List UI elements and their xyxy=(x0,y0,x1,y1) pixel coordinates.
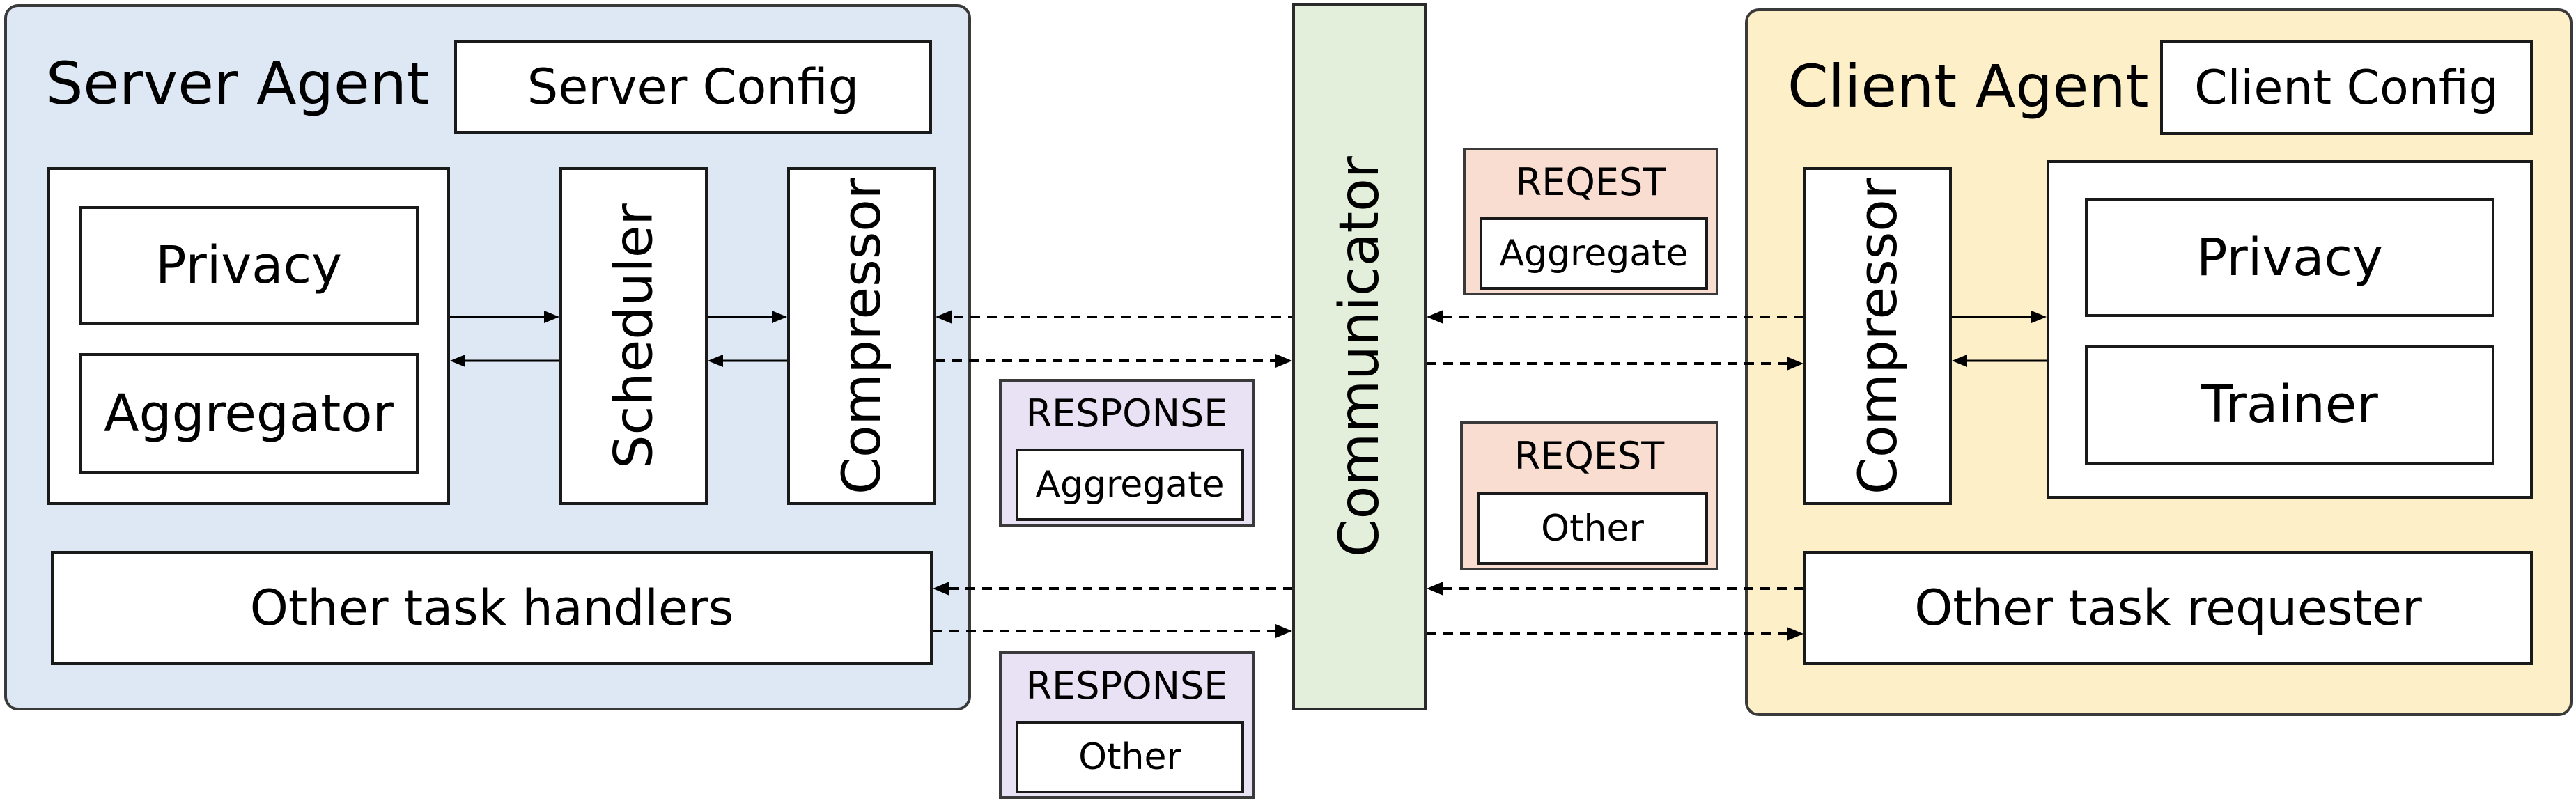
arrowhead-client-compressor-to-group xyxy=(2031,311,2047,323)
request-aggregate-heading: REQEST xyxy=(1515,160,1666,204)
client-trainer-label: Trainer xyxy=(2201,375,2378,435)
arrowhead-compressor-to-scheduler xyxy=(708,355,723,367)
arrowhead-into-comm-from-requester xyxy=(1427,582,1443,596)
response-other-body-label: Other xyxy=(1078,736,1181,778)
request-aggregate-body: Aggregate xyxy=(1480,217,1708,290)
response-other-card: RESPONSE Other xyxy=(999,651,1255,799)
client-compressor-box: Compressor xyxy=(1803,167,1952,505)
arrowhead-scheduler-to-group xyxy=(450,355,465,367)
server-aggregator-label: Aggregator xyxy=(104,383,394,444)
arrowhead-into-comm-from-client xyxy=(1427,310,1443,324)
arrowhead-into-server-compressor xyxy=(936,310,952,324)
arrowhead-group-to-scheduler xyxy=(544,311,559,323)
response-aggregate-card: RESPONSE Aggregate xyxy=(999,379,1255,527)
client-config-label: Client Config xyxy=(2194,60,2499,116)
response-other-body: Other xyxy=(1016,721,1244,793)
server-aggregator-box: Aggregator xyxy=(79,353,419,474)
arrowhead-into-comm-from-server xyxy=(1275,354,1292,368)
client-privacy-label: Privacy xyxy=(2196,227,2383,288)
request-other-body: Other xyxy=(1477,492,1708,565)
server-other-task-handlers-box: Other task handlers xyxy=(51,551,933,665)
arrowhead-into-client-compressor xyxy=(1787,357,1803,371)
request-aggregate-body-label: Aggregate xyxy=(1499,233,1689,274)
client-trainer-box: Trainer xyxy=(2085,345,2494,465)
arrowhead-into-comm-from-handlers xyxy=(1275,624,1292,638)
server-config-box: Server Config xyxy=(454,40,932,134)
client-agent-title: Client Agent xyxy=(1787,52,2149,120)
arrowhead-into-client-requester xyxy=(1787,627,1803,641)
request-aggregate-card: REQEST Aggregate xyxy=(1463,148,1718,295)
response-other-heading: RESPONSE xyxy=(1025,664,1228,708)
request-other-card: REQEST Other xyxy=(1460,421,1718,570)
response-aggregate-body: Aggregate xyxy=(1016,449,1244,521)
server-compressor-box: Compressor xyxy=(787,167,936,505)
server-agent-title: Server Agent xyxy=(46,49,430,118)
server-other-task-handlers-label: Other task handlers xyxy=(249,580,734,637)
request-other-heading: REQEST xyxy=(1514,434,1665,478)
communicator-bar: Communicator xyxy=(1292,3,1427,710)
client-other-task-requester-box: Other task requester xyxy=(1803,551,2533,665)
server-scheduler-box: Scheduler xyxy=(559,167,708,505)
server-privacy-box: Privacy xyxy=(79,206,419,325)
request-other-body-label: Other xyxy=(1541,508,1644,550)
arrowhead-group-to-client-compressor xyxy=(1952,355,1967,367)
arrowhead-scheduler-to-compressor xyxy=(772,311,787,323)
server-config-label: Server Config xyxy=(527,59,860,116)
response-aggregate-heading: RESPONSE xyxy=(1025,391,1228,435)
server-privacy-label: Privacy xyxy=(155,235,342,295)
client-config-box: Client Config xyxy=(2160,40,2533,135)
arrowhead-into-server-handlers xyxy=(933,582,949,596)
response-aggregate-body-label: Aggregate xyxy=(1035,464,1225,506)
client-privacy-box: Privacy xyxy=(2085,198,2494,317)
client-other-task-requester-label: Other task requester xyxy=(1914,580,2422,637)
